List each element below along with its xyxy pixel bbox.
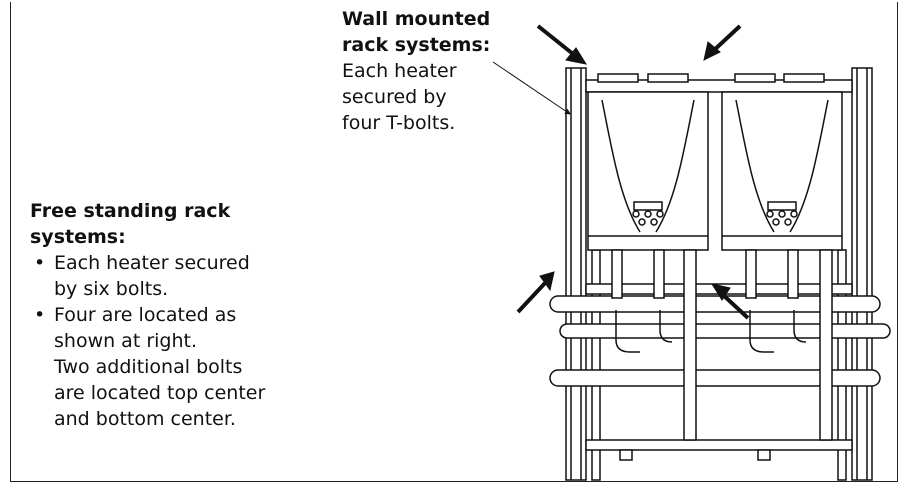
figure-frame: [10, 2, 898, 482]
bullet1-line2: by six bolts.: [54, 278, 169, 300]
bullet2-line5: and bottom center.: [54, 408, 236, 430]
bullet-dot: •: [34, 252, 46, 274]
arrow-bottom-right: [720, 292, 750, 320]
vertical-plumbing: [611, 249, 833, 441]
free-heading-line1: Free standing rack: [30, 200, 231, 222]
heater-left-display: [633, 201, 663, 211]
bullet-dot: •: [34, 304, 46, 326]
wall-body-line3: four T-bolts.: [342, 112, 456, 134]
heater-right: [721, 91, 843, 251]
top-rail: [585, 73, 853, 93]
bullet-item-2: • Four are located as shown at right. Tw…: [30, 302, 280, 432]
heater-left: [587, 91, 709, 251]
bullet2-line4: are located top center: [54, 382, 266, 404]
arrow-top-left: [536, 24, 580, 60]
bullet2-line2: shown at right.: [54, 330, 198, 352]
bullet2-line3: Two additional bolts: [54, 356, 243, 378]
wall-body-line2: secured by: [342, 86, 447, 108]
wall-heading-line1: Wall mounted: [342, 8, 491, 30]
wall-body-line1: Each heater: [342, 60, 457, 82]
wall-mounted-callout: Wall mounted rack systems: Each heater s…: [342, 6, 532, 136]
free-heading-line2: systems:: [30, 226, 126, 248]
leader-line: [492, 61, 571, 115]
bullet-item-1: • Each heater secured by six bolts.: [30, 250, 280, 302]
bullet2-line1: Four are located as: [54, 304, 237, 326]
heater-right-display: [767, 201, 797, 211]
wall-heading-line2: rack systems:: [342, 34, 491, 56]
arrow-top-right: [710, 24, 742, 54]
bolt-arrows: [516, 24, 750, 320]
left-upright: [565, 67, 587, 481]
bullet1-line1: Each heater secured: [54, 252, 250, 274]
free-standing-callout: Free standing rack systems: • Each heate…: [30, 198, 280, 432]
right-upright: [851, 67, 873, 481]
header-pipes: [549, 295, 891, 387]
arrow-bottom-left: [516, 280, 548, 314]
